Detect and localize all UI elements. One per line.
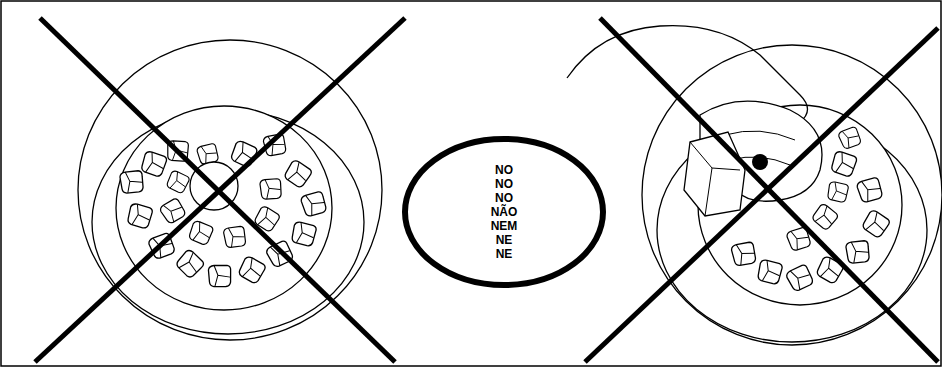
cross-out [35, 18, 405, 362]
warning-word: NE [401, 247, 607, 261]
warning-ellipse: NONONONÃONEMNENE [401, 135, 607, 289]
warning-word: NEM [401, 219, 607, 233]
warning-word: NO [401, 191, 607, 205]
cross-out [585, 18, 938, 362]
warning-word: NO [401, 177, 607, 191]
grinder-with-hand [567, 26, 942, 345]
warning-word: NÃO [401, 205, 607, 219]
warning-word: NE [401, 233, 607, 247]
warning-word: NO [401, 163, 607, 177]
